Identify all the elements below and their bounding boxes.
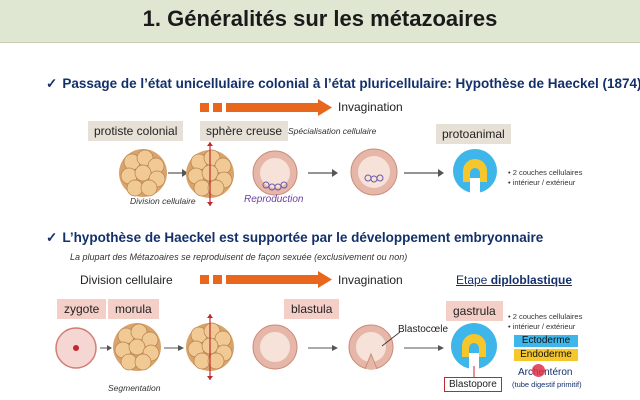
morula-icon — [113, 323, 161, 371]
zygote-icon — [55, 327, 97, 369]
checkmark-icon: ✓ — [46, 76, 58, 91]
specialisation-label: Spécialisation cellulaire — [288, 126, 377, 136]
morula-label: morula — [108, 299, 159, 319]
checkmark-icon: ✓ — [46, 230, 58, 245]
division-cellulaire-label-2: Division cellulaire — [80, 273, 173, 287]
arrow-right-icon — [100, 345, 112, 351]
specialised-sphere-icon — [350, 148, 398, 196]
colonial-cluster-icon — [119, 149, 167, 197]
zygote-label: zygote — [57, 299, 107, 319]
title-bar — [0, 0, 640, 43]
gastrula-label: gastrula — [446, 301, 503, 321]
section1-heading: ✓Passage de l’état unicellulaire colonia… — [46, 76, 640, 91]
pointer-line-icon — [381, 331, 401, 347]
reproduction-label: Reproduction — [244, 194, 304, 205]
arrow-right-icon — [168, 169, 188, 177]
invagination-arrow-icon — [200, 99, 332, 116]
arrow-right-icon — [164, 345, 184, 351]
invagination-arrow-icon — [200, 271, 332, 288]
sphere-division-icon — [186, 142, 234, 206]
early-gastrula-icon — [348, 324, 394, 370]
pointer-line-icon — [473, 366, 475, 378]
sphere-creuse-label: sphère creuse — [200, 121, 289, 141]
blastocoele-label: Blastocœle — [398, 324, 449, 335]
invagination-label-2: Invagination — [338, 273, 403, 287]
protoanimal-label: protoanimal — [436, 124, 511, 144]
blastula-label: blastula — [284, 299, 340, 319]
notes-2: • 2 couches cellulaires • intérieur / ex… — [508, 312, 583, 331]
cursor-dot-icon — [532, 364, 545, 377]
protiste-colonial-label: protiste colonial — [88, 121, 184, 141]
morula-division-icon — [186, 314, 234, 380]
section2-heading: ✓L’hypothèse de Haeckel est supportée pa… — [46, 230, 544, 245]
section2-subtitle: La plupart des Métazoaires se reproduise… — [70, 252, 408, 262]
page-title: 1. Généralités sur les métazoaires — [142, 6, 498, 31]
notes-1: • 2 couches cellulaires • intérieur / ex… — [508, 168, 583, 187]
endoderme-legend: Endoderme — [514, 349, 578, 361]
hollow-sphere-icon — [252, 150, 298, 196]
invagination-label: Invagination — [338, 100, 403, 114]
protoanimal-icon — [453, 149, 497, 194]
archenteron-label: Archentéron — [518, 367, 573, 378]
gastrula-icon — [451, 323, 497, 370]
arrow-right-icon — [404, 345, 444, 351]
arrow-right-icon — [308, 345, 338, 351]
tube-digestif-label: (tube digestif primitif) — [512, 380, 582, 389]
blastopore-label: Blastopore — [444, 377, 502, 392]
ectoderme-legend: Ectoderme — [514, 335, 578, 347]
blastula-icon — [252, 324, 298, 370]
etape-diploblastique: Etape diploblastique — [456, 273, 573, 287]
segmentation-label: Segmentation — [108, 383, 161, 393]
arrow-right-icon — [308, 169, 338, 177]
division-cellulaire-label: Division cellulaire — [130, 196, 196, 206]
arrow-right-icon — [404, 169, 444, 177]
